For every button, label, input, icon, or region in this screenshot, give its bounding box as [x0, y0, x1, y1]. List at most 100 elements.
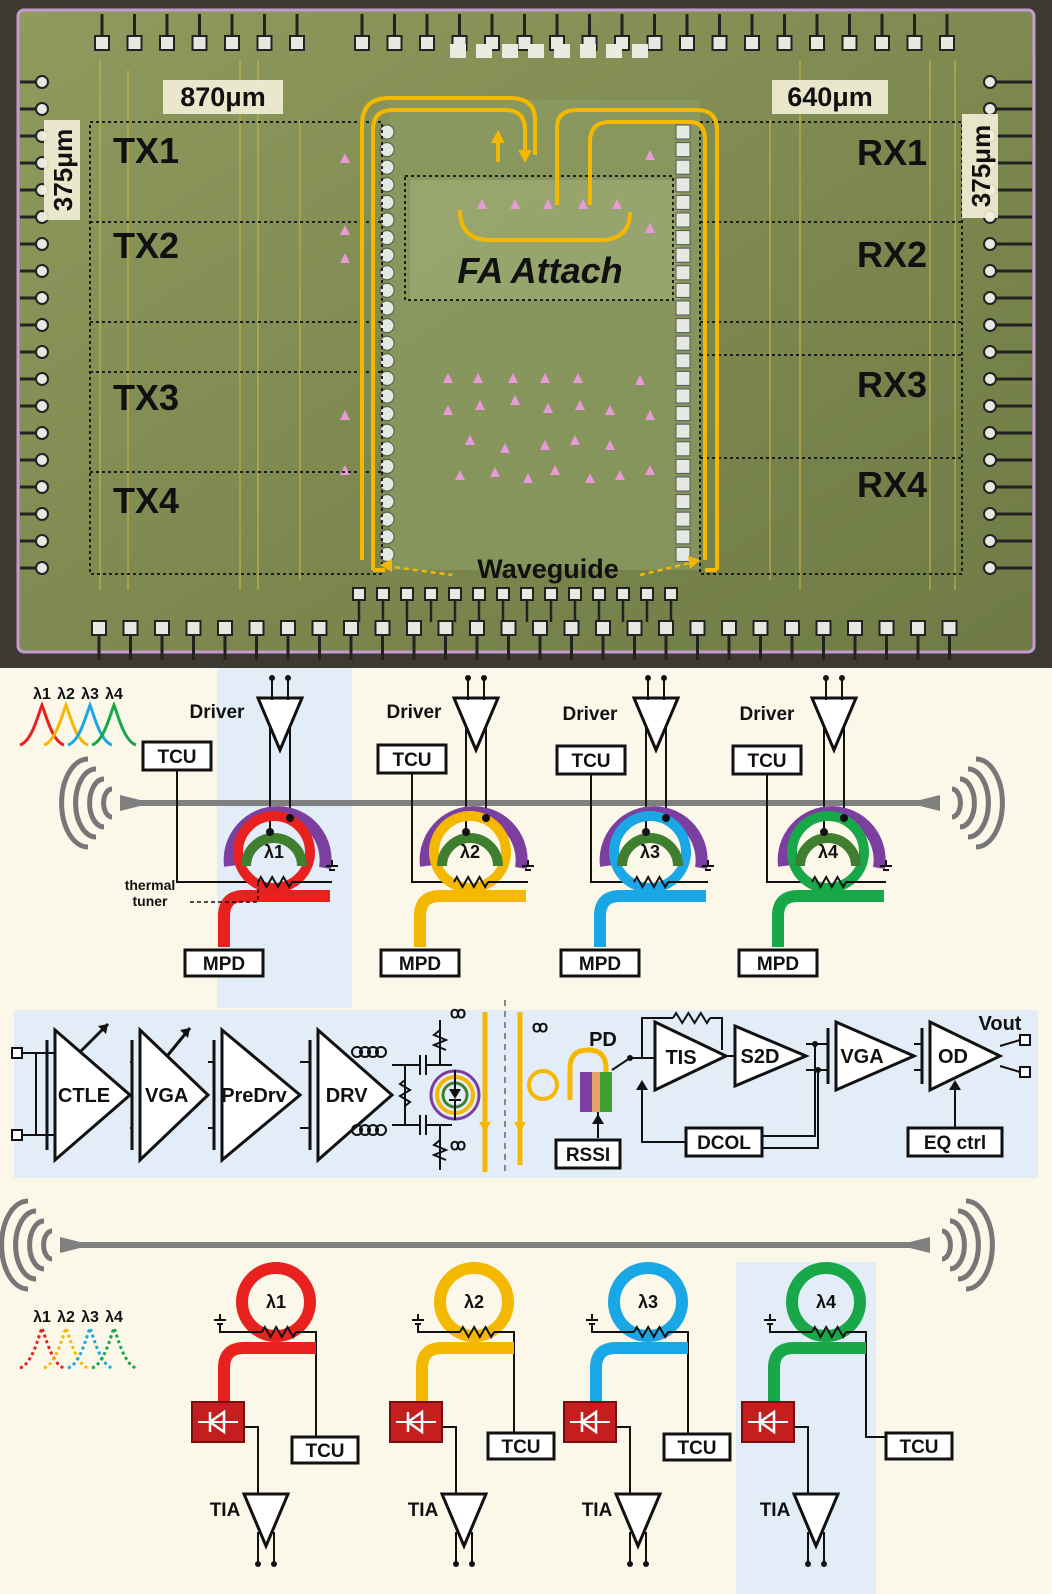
tcu-box — [555, 744, 627, 776]
drop-waveguide — [768, 1342, 866, 1402]
mpd-box — [737, 948, 819, 978]
fa-attach-label: FA Attach — [457, 250, 622, 291]
waveguide-label: Waveguide — [477, 554, 619, 584]
tx-stage-vga: VGA — [130, 1026, 214, 1164]
input-port-n — [11, 1129, 23, 1141]
tcu-box — [884, 1431, 954, 1461]
eq-ctrl-box — [906, 1126, 1004, 1158]
tcu-box — [290, 1435, 360, 1465]
spectrum-label-1: λ1 — [33, 1309, 51, 1326]
tia-label: TIA — [760, 1500, 791, 1521]
ring-label: λ4 — [816, 1292, 836, 1312]
drop-waveguide — [772, 890, 884, 947]
rssi-box — [554, 1138, 622, 1170]
drop-waveguide — [218, 890, 330, 947]
tia-amplifier — [241, 1492, 291, 1550]
ring-label: λ3 — [638, 1292, 658, 1312]
drop-ring — [786, 1262, 866, 1342]
tx-stage-label: DRV — [326, 1085, 369, 1107]
tia-amplifier — [439, 1492, 489, 1550]
mpd-box — [559, 948, 641, 978]
spectrum-peak-3 — [67, 700, 113, 747]
mpd-label: MPD — [399, 954, 441, 975]
driver-amplifier — [255, 696, 305, 754]
tcu-box — [486, 1431, 556, 1461]
tia-amplifier — [613, 1492, 663, 1550]
ring-label: λ1 — [266, 1292, 286, 1312]
rx-stage-vga — [834, 1019, 918, 1093]
spectrum-peak-3 — [67, 1323, 113, 1370]
microring — [233, 811, 315, 893]
vout-label: Vout — [979, 1013, 1022, 1035]
spectrum-label-3: λ3 — [81, 686, 99, 703]
dim-right: 375μm — [966, 125, 996, 207]
rssi-label: RSSI — [566, 1145, 610, 1166]
driver-label: Driver — [190, 702, 246, 723]
mpd-label: MPD — [203, 954, 245, 975]
dcol-label: DCOL — [697, 1133, 751, 1154]
spectrum-peak-4 — [91, 1323, 137, 1370]
tx-label-3: TX3 — [113, 377, 179, 418]
tx-bus-waveguide — [120, 795, 940, 811]
driver-amplifier — [631, 696, 681, 754]
rx-label-2: RX2 — [857, 234, 927, 275]
photodiode — [580, 1072, 592, 1112]
tcu-box — [662, 1432, 732, 1462]
drop-ring — [236, 1262, 316, 1342]
spectrum-peak-1 — [19, 1323, 65, 1370]
rx-stage-od — [928, 1019, 1004, 1093]
driver-amplifier — [809, 696, 859, 754]
driver-label: Driver — [563, 704, 619, 725]
svg-text:ꝏ: ꝏ — [450, 1137, 466, 1154]
tx-label-1: TX1 — [113, 130, 179, 171]
rx-vga-label: VGA — [840, 1046, 883, 1068]
tis-label: TIS — [665, 1047, 696, 1069]
ring-inner — [241, 833, 307, 867]
ring-label: λ1 — [264, 842, 284, 862]
drop-waveguide — [218, 1342, 316, 1402]
ring-inner — [437, 833, 503, 867]
tcu-box — [376, 743, 448, 775]
spectrum-label-1: λ1 — [33, 686, 51, 703]
rx-grating-couplers — [0, 1198, 995, 1292]
ring-inner — [795, 833, 861, 867]
drop-ring — [434, 1262, 514, 1342]
thermal-tuner-label: tuner — [133, 893, 169, 909]
spectrum-peak-4 — [91, 700, 137, 747]
tcu-label: TCU — [677, 1438, 716, 1459]
rx-bus-waveguide — [60, 1237, 930, 1253]
optical-couplers — [340, 150, 655, 483]
svg-text:ꝏ: ꝏ — [532, 1019, 548, 1036]
dim-top-left: 870μm — [180, 82, 266, 112]
rx-label-4: RX4 — [857, 464, 927, 505]
bond-pads-left — [20, 75, 49, 575]
s2d-label: S2D — [741, 1046, 780, 1068]
tia-label: TIA — [408, 1500, 439, 1521]
tia-label: TIA — [210, 1500, 241, 1521]
tcu-label: TCU — [157, 747, 196, 768]
spectrum-label-2: λ2 — [57, 1309, 75, 1326]
driver-amplifier — [451, 696, 501, 754]
thermal-tuner-label: thermal — [125, 877, 176, 893]
mpd-box — [183, 948, 265, 978]
dim-top-right: 640μm — [787, 82, 873, 112]
spectrum-label-2: λ2 — [57, 686, 75, 703]
tx-label-4: TX4 — [113, 480, 179, 521]
vout-port-n — [1019, 1066, 1031, 1078]
